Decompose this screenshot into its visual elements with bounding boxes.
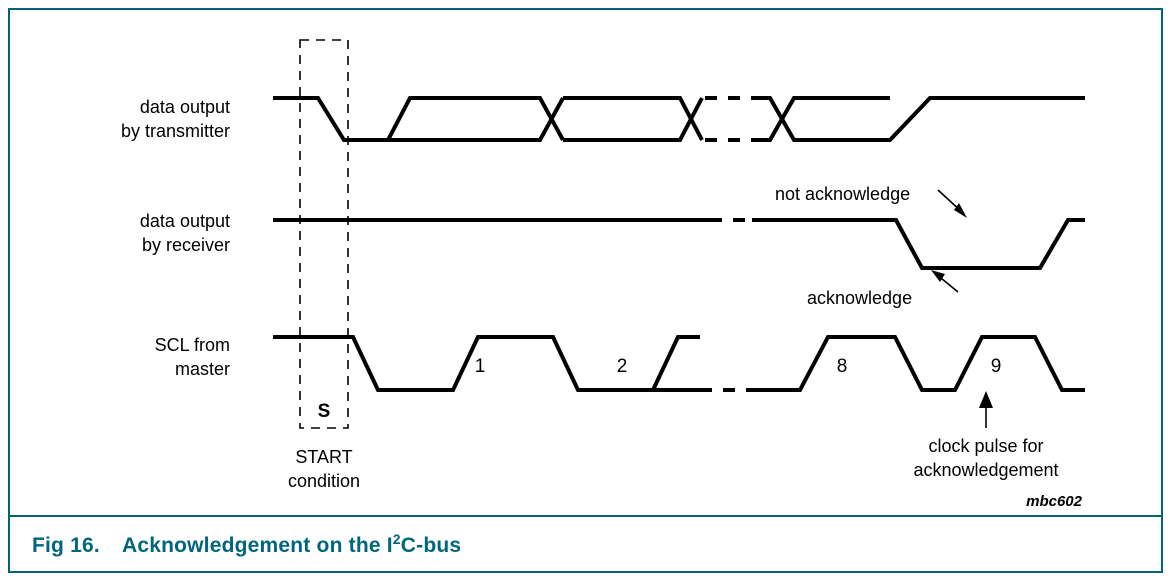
start-condition-label-line1: START <box>295 447 352 467</box>
receiver-row-label: data output by receiver <box>140 211 230 255</box>
clock-row-label: SCL from master <box>155 335 230 379</box>
timing-diagram: data output by transmitter data output b… <box>10 10 1161 515</box>
acknowledge-arrow-icon <box>931 270 945 282</box>
figure-caption-title-post: C-bus <box>400 533 462 557</box>
not-acknowledge-label: not acknowledge <box>775 184 910 204</box>
not-acknowledge-arrow-icon <box>954 203 967 218</box>
figure-caption-number: Fig 16. <box>32 533 100 557</box>
transmitter-wave-seg2-upper <box>563 96 704 141</box>
figure-credit: mbc602 <box>1026 493 1083 510</box>
acknowledge-label: acknowledge <box>807 288 912 308</box>
clock-pulse-label-line1: clock pulse for <box>928 436 1043 456</box>
clock-pulse-label-line2: acknowledgement <box>913 460 1058 480</box>
clock-label-line1: SCL from <box>155 335 230 355</box>
clock-wave-right <box>755 335 1085 392</box>
clock-wave-left <box>273 335 700 392</box>
transmitter-label-line2: by transmitter <box>121 121 230 141</box>
transmitter-row-label: data output by transmitter <box>121 97 230 141</box>
transmitter-wave-last-upper <box>758 96 1085 142</box>
transmitter-wave-seg1-lower <box>344 97 565 142</box>
transmitter-wave-seg1 <box>273 96 565 142</box>
figure-caption-bar: Fig 16. Acknowledgement on the I2C-bus <box>10 515 1161 571</box>
receiver-wave-ack <box>752 218 1085 270</box>
clock-number-8: 8 <box>837 356 848 377</box>
clock-number-1: 1 <box>475 356 486 377</box>
clock-pulse-arrow-icon <box>979 391 993 408</box>
figure-frame: data output by transmitter data output b… <box>8 8 1163 573</box>
clock-number-2: 2 <box>617 356 628 377</box>
start-condition-box <box>299 39 349 429</box>
figure-caption-title-sup: 2 <box>392 530 401 547</box>
receiver-label-line1: data output <box>140 211 230 231</box>
receiver-label-line2: by receiver <box>142 235 230 255</box>
transmitter-wave-seg2-lower <box>563 97 704 142</box>
start-condition-marker: S <box>318 401 331 422</box>
clock-label-line2: master <box>175 359 230 379</box>
timing-diagram-svg: data output by transmitter data output b… <box>121 39 1085 510</box>
transmitter-label-line1: data output <box>140 97 230 117</box>
figure-caption-title-pre: Acknowledgement on the I <box>121 533 393 557</box>
transmitter-wave-last-lower <box>758 96 890 142</box>
clock-number-9: 9 <box>991 356 1002 377</box>
figure-caption: Fig 16. Acknowledgement on the I2C-bus <box>32 531 461 558</box>
start-condition-label-line2: condition <box>288 471 360 491</box>
